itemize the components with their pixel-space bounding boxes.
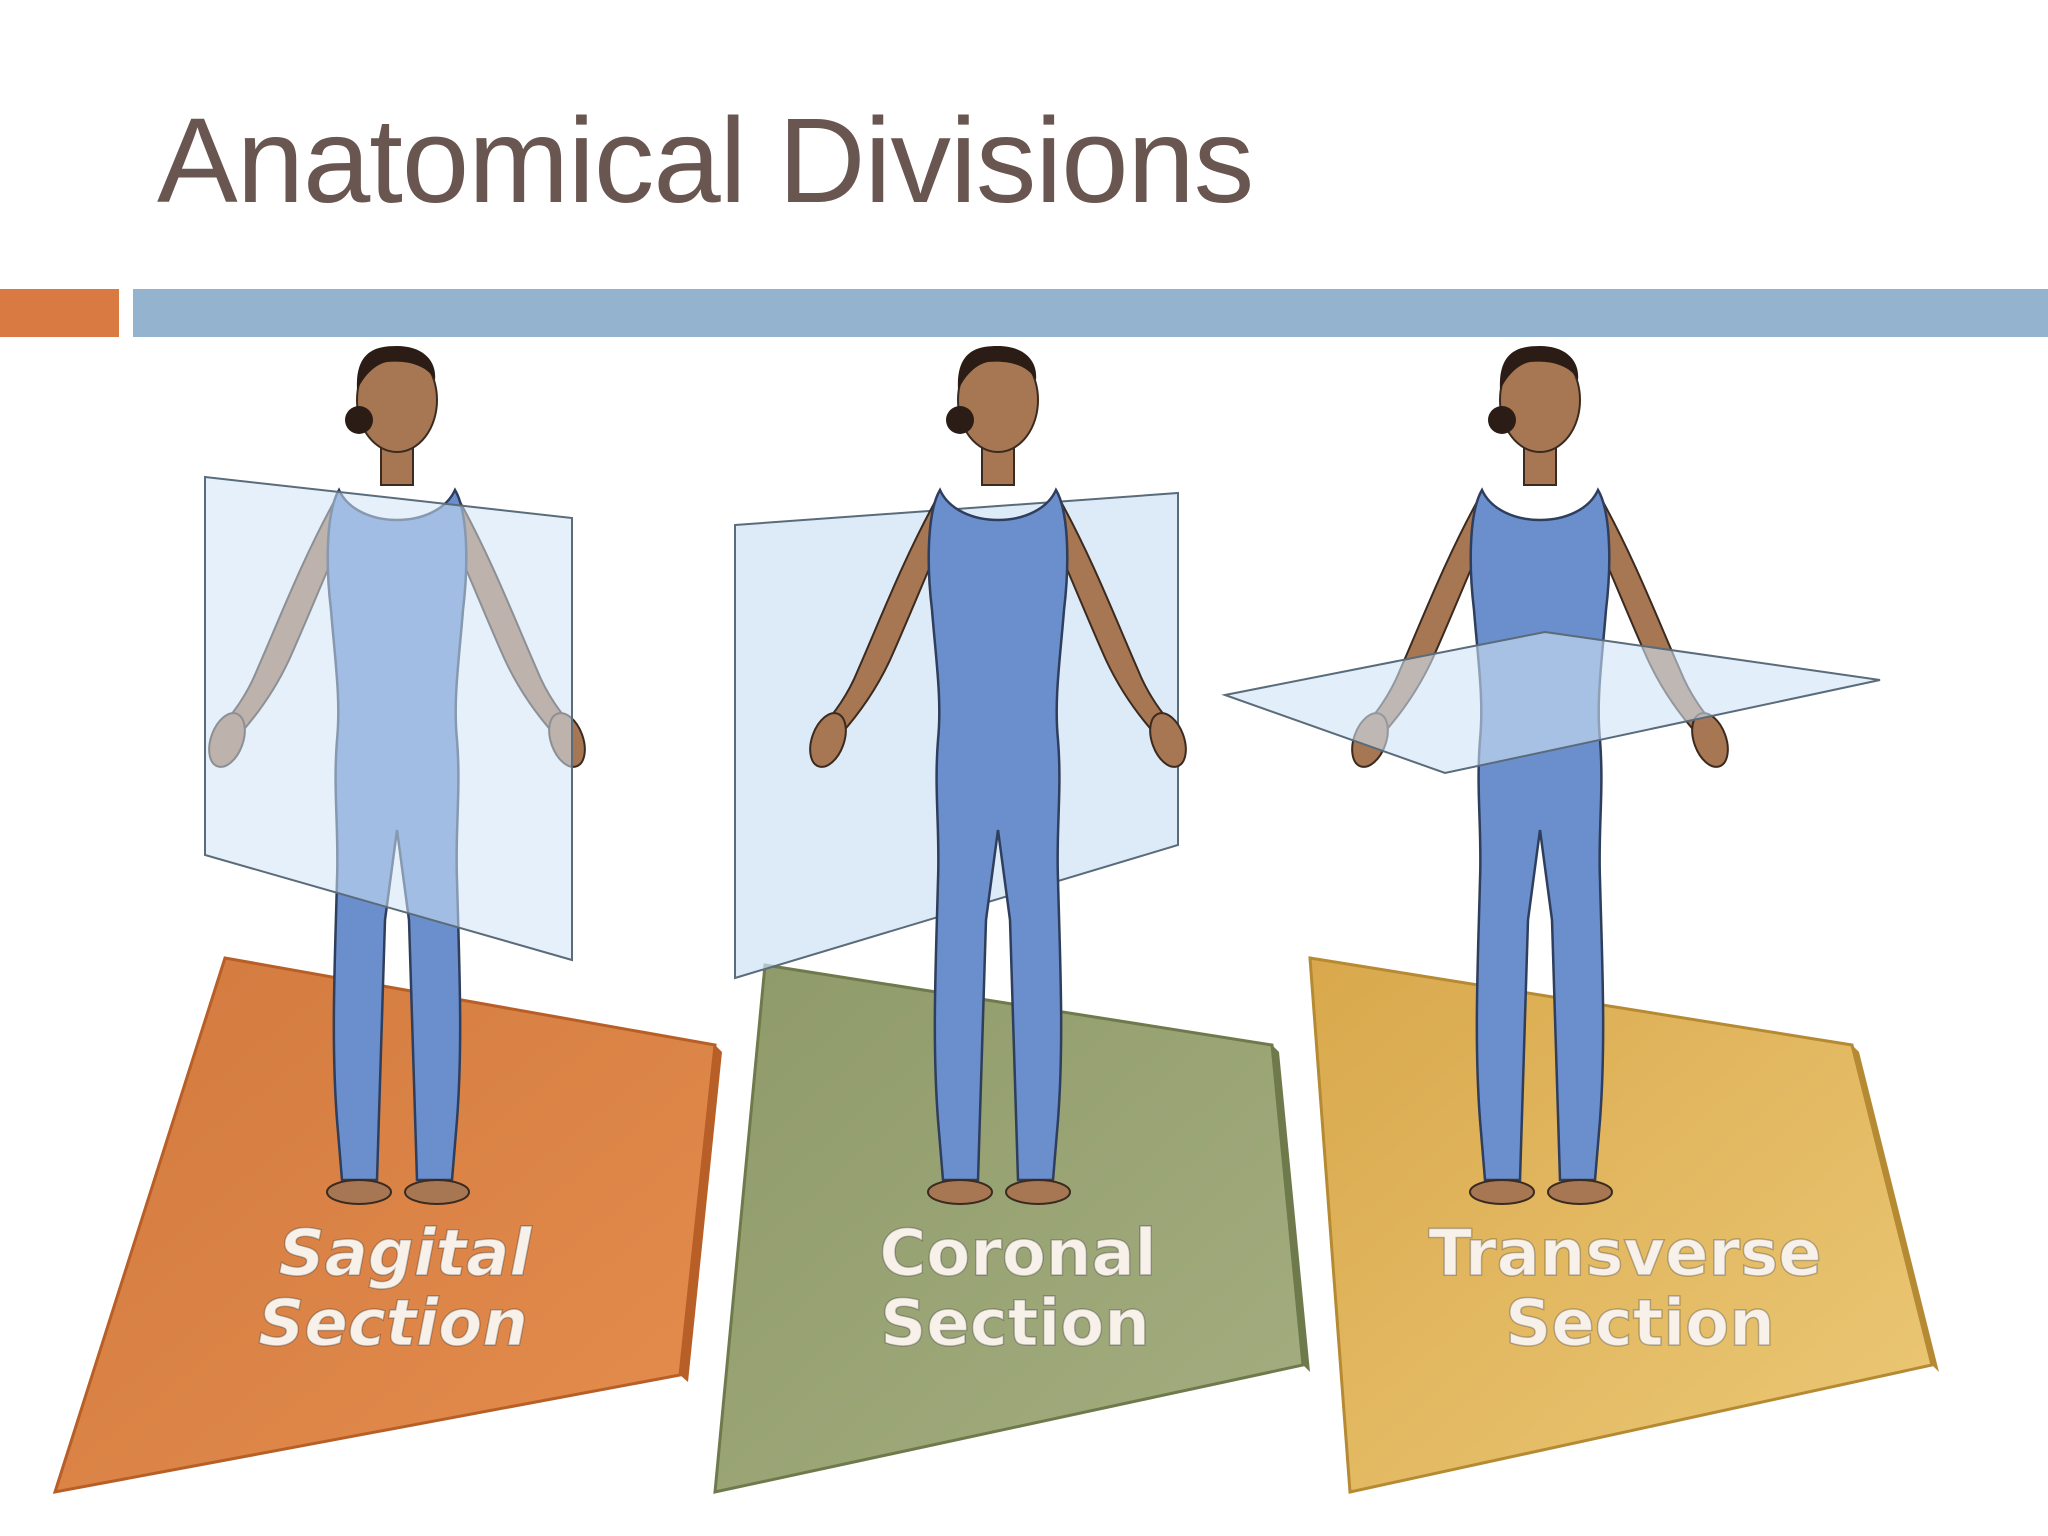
- sagital-label-line1: Sagital: [279, 1217, 533, 1291]
- anatomical-planes-illustration: Sagital Section Coronal Section Transver…: [52, 344, 1939, 1494]
- sagital-label-line2: Section: [258, 1287, 528, 1361]
- title-rule-bar: [133, 289, 2048, 337]
- title-accent-bar: [0, 289, 119, 337]
- sagittal-plane: [204, 475, 573, 962]
- transverse-label-line2: Section: [1505, 1287, 1775, 1361]
- coronal-label-line1: Coronal: [879, 1217, 1156, 1291]
- slide-title: Anatomical Divisions: [157, 92, 1254, 228]
- coronal-panel: Coronal Section: [713, 344, 1310, 1494]
- transverse-label-line1: Transverse: [1428, 1217, 1821, 1291]
- transverse-plane: [1221, 630, 1881, 775]
- transverse-panel: Transverse Section: [1221, 344, 1939, 1494]
- sagital-panel: Sagital Section: [52, 344, 722, 1494]
- coronal-label-line2: Section: [880, 1287, 1150, 1361]
